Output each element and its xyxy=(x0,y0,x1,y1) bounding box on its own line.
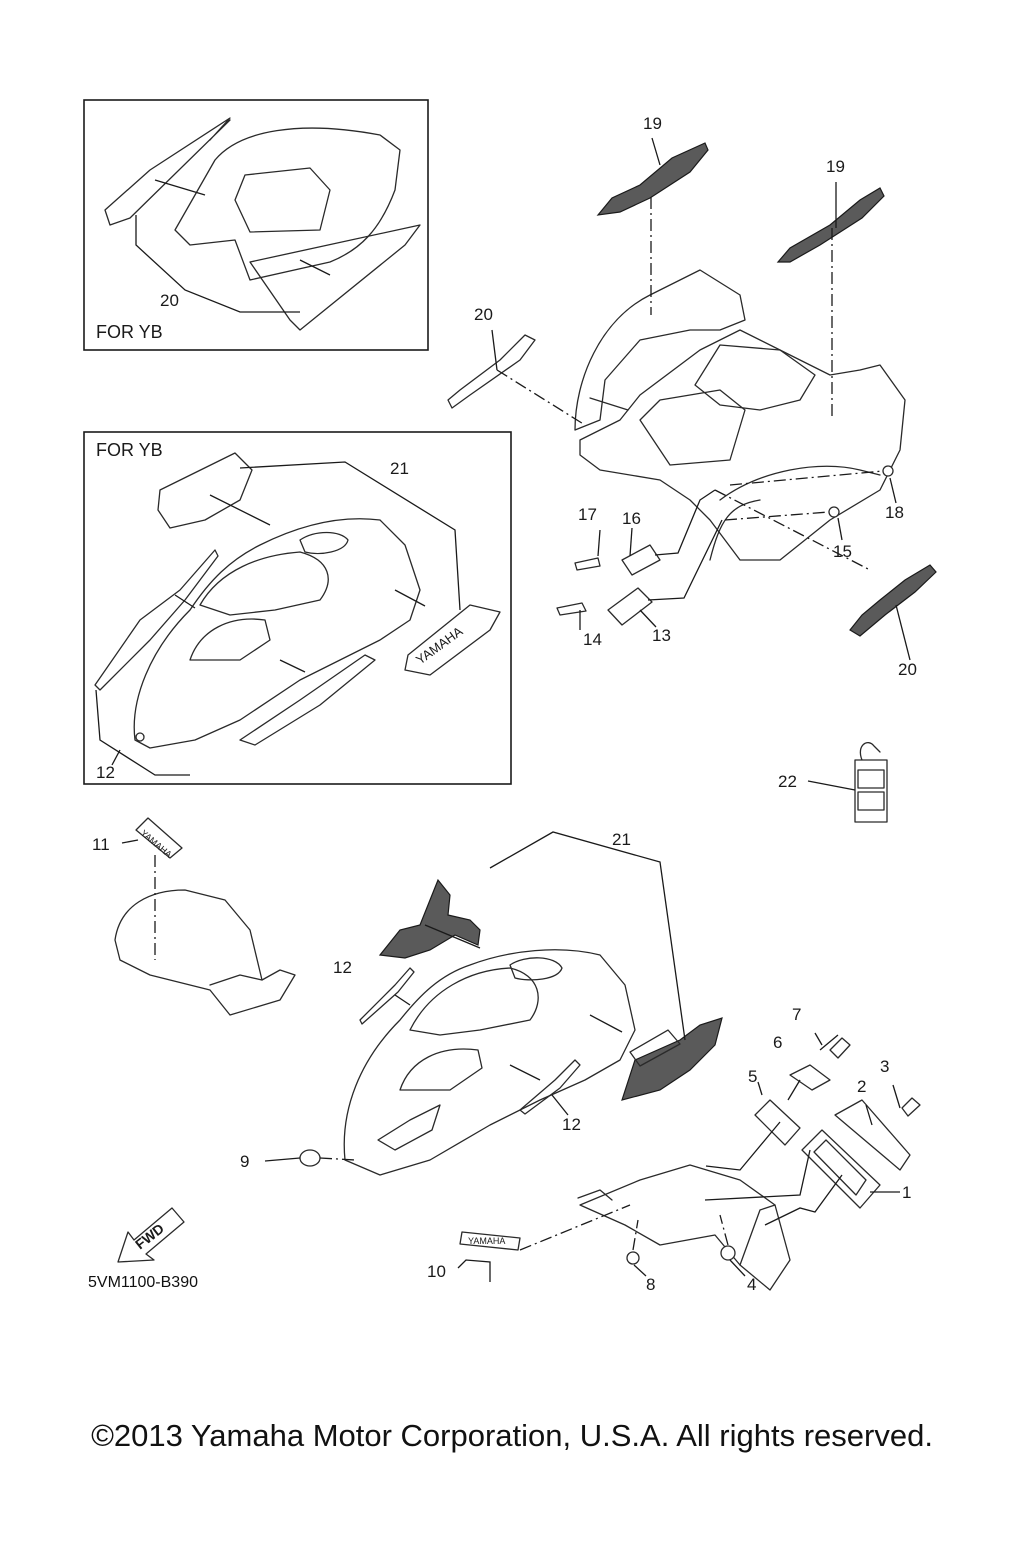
warning-tag-22: 22 xyxy=(778,742,888,823)
top-decal-21 xyxy=(378,878,481,959)
front-fender-hood xyxy=(409,967,539,1036)
rear-fender-left-wing xyxy=(574,269,746,431)
inset-frame-top xyxy=(83,99,429,351)
license-bracket-body xyxy=(579,1164,791,1291)
callout-11: 11 xyxy=(92,835,110,854)
front-fender-outline-inset xyxy=(133,518,421,749)
rear-fender-rack xyxy=(694,344,816,411)
callout-3: 3 xyxy=(880,1057,889,1076)
stripe-12-right xyxy=(519,1059,581,1115)
grommet-15 xyxy=(828,506,840,518)
emblem-9 xyxy=(299,1149,321,1167)
leader-20-inset xyxy=(135,215,300,313)
front-fender-cap-inset xyxy=(299,531,349,555)
callout-20-rear-right: 20 xyxy=(898,660,917,679)
front-fender-grille xyxy=(399,1048,483,1091)
callout-4: 4 xyxy=(747,1275,756,1294)
rivet-17 xyxy=(574,557,601,571)
stripe-20-rear-left xyxy=(447,334,536,409)
callout-7: 7 xyxy=(792,1005,801,1024)
top-decal-21-inset xyxy=(157,452,253,529)
callout-19-left: 19 xyxy=(643,114,662,133)
license-plate-bracket-assembly: YAMAHA 7 6 5 3 2 1 10 8 4 xyxy=(427,1005,921,1294)
callout-17: 17 xyxy=(578,505,597,524)
callout-20-inset: 20 xyxy=(160,291,179,310)
grommet-18 xyxy=(882,465,894,477)
rivet-7 xyxy=(829,1037,851,1059)
rear-side-stripe-right xyxy=(249,224,421,331)
callout-15: 15 xyxy=(833,542,852,561)
callout-21: 21 xyxy=(612,830,631,849)
rear-fender-rack-well xyxy=(234,167,331,233)
front-fender-assembly: 21 12 12 9 xyxy=(240,830,723,1176)
plate-16 xyxy=(621,544,661,576)
rivet-14 xyxy=(556,602,587,616)
callout-20-rear-left: 20 xyxy=(474,305,493,324)
inset-label-middle: FOR YB xyxy=(96,440,163,460)
diagram-code: 5VM1100-B390 xyxy=(88,1274,198,1291)
front-fender-hood-inset xyxy=(199,551,329,616)
headlight-cover-assembly: YAMAHA 11 xyxy=(92,817,296,1016)
fwd-arrow-icon: FWD xyxy=(117,1207,185,1263)
plate-2 xyxy=(834,1099,911,1171)
yamaha-badge-10 xyxy=(459,1231,521,1251)
copyright-notice: ©2013 Yamaha Motor Corporation, U.S.A. A… xyxy=(91,1418,933,1453)
inset-rear-fender-yb: 20 FOR YB xyxy=(83,99,429,351)
front-fender-body xyxy=(343,949,636,1176)
yamaha-badge-11-text: YAMAHA xyxy=(139,828,174,860)
stripe-12-inset-left xyxy=(94,549,219,691)
rear-fender-outline-yb xyxy=(174,127,401,281)
yamaha-badge-10-text: YAMAHA xyxy=(468,1236,505,1246)
leader-12-inset xyxy=(95,689,190,776)
callout-12-inset: 12 xyxy=(96,763,115,782)
inset-label-top: FOR YB xyxy=(96,322,163,342)
callout-12-right: 12 xyxy=(562,1115,581,1134)
nut-8 xyxy=(626,1251,640,1265)
rear-side-stripe-left xyxy=(104,117,231,226)
yamaha-badge-11 xyxy=(135,817,183,859)
stripe-12-left xyxy=(359,967,415,1025)
decal-20-rear-right xyxy=(849,564,937,637)
callout-19-right: 19 xyxy=(826,157,845,176)
callout-14: 14 xyxy=(583,630,602,649)
decal-19-left xyxy=(596,142,709,216)
plate-5 xyxy=(754,1099,801,1146)
yamaha-emblem-decal xyxy=(404,604,501,676)
rear-fender-storage-box xyxy=(639,389,746,466)
callout-21-inset: 21 xyxy=(390,459,409,478)
decal-19-right xyxy=(776,187,885,263)
callout-1: 1 xyxy=(902,1183,911,1202)
plate-13 xyxy=(607,587,653,626)
plate-6 xyxy=(789,1064,831,1091)
leader-21-inset xyxy=(239,461,461,611)
inset-front-fender-yb: FOR YB YAMAHA 21 12 xyxy=(83,431,512,785)
inset-frame-middle xyxy=(83,431,512,785)
callout-5: 5 xyxy=(748,1067,757,1086)
callout-8: 8 xyxy=(646,1275,655,1294)
leader-21 xyxy=(489,831,686,1041)
stripe-12-inset-right xyxy=(239,654,376,746)
front-fender-cap xyxy=(509,957,563,981)
rear-fender-body xyxy=(579,329,906,561)
callout-16: 16 xyxy=(622,509,641,528)
callout-10: 10 xyxy=(427,1262,446,1281)
callout-12-left: 12 xyxy=(333,958,352,977)
callout-13: 13 xyxy=(652,626,671,645)
nut-4 xyxy=(720,1245,736,1261)
leader-20-rear-left xyxy=(496,369,586,426)
rear-fender-assembly: 19 19 20 20 17 16 18 15 14 13 xyxy=(447,114,937,679)
headlight-cover xyxy=(114,889,296,1016)
callout-2: 2 xyxy=(857,1077,866,1096)
leader-20-rear-right xyxy=(895,604,911,661)
callout-18: 18 xyxy=(885,503,904,522)
rivet-3 xyxy=(901,1097,921,1117)
callout-9: 9 xyxy=(240,1152,249,1171)
yamaha-side-decal xyxy=(621,1017,723,1101)
callout-22: 22 xyxy=(778,772,797,791)
callout-6: 6 xyxy=(773,1033,782,1052)
front-fender-grille-inset xyxy=(189,618,271,661)
